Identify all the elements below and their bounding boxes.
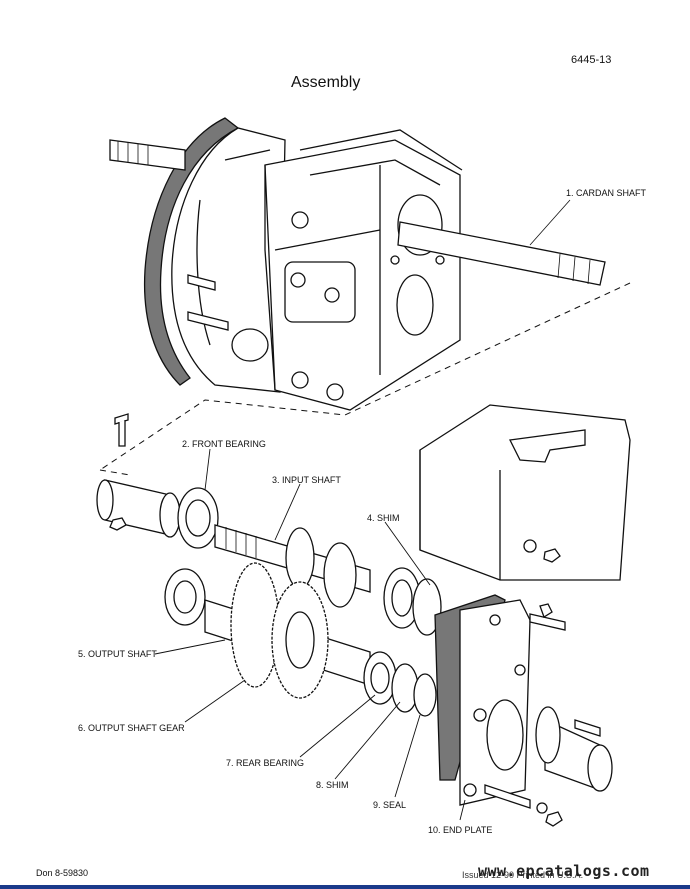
callout-output-shaft-gear: 6. OUTPUT SHAFT GEAR <box>78 723 185 733</box>
page-number: 6445-13 <box>571 54 612 66</box>
callout-front-bearing: 2. FRONT BEARING <box>182 439 266 449</box>
cardan-shaft-drawing <box>397 221 606 286</box>
callout-shim-8: 8. SHIM <box>316 780 349 790</box>
bottom-bar <box>0 885 690 889</box>
issue-date: Issued 12-90 Printed in U.S.A. <box>462 870 584 880</box>
document-id: Don 8-59830 <box>36 868 89 878</box>
callout-rear-bearing: 7. REAR BEARING <box>226 758 305 768</box>
input-shaft-stub <box>109 139 186 171</box>
callout-cardan-shaft: 1. CARDAN SHAFT <box>566 188 647 198</box>
watermark: www.epcatalogs.com <box>478 862 650 880</box>
gasket-ring <box>143 117 240 386</box>
callout-seal: 9. SEAL <box>373 800 407 810</box>
callout-output-shaft: 5. OUTPUT SHAFT <box>78 649 157 659</box>
callout-end-plate: 10. END PLATE <box>428 825 493 835</box>
shield <box>419 404 631 581</box>
callout-input-shaft: 3. INPUT SHAFT <box>272 475 341 485</box>
bell-housing <box>171 127 286 393</box>
callout-shim-4: 4. SHIM <box>367 513 400 523</box>
end-plate <box>459 599 531 806</box>
page-title: Assembly <box>291 74 361 91</box>
